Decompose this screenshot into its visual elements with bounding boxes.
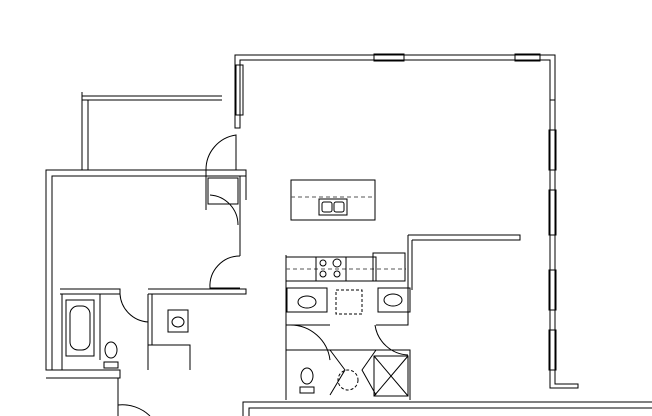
sink-icon xyxy=(171,316,185,328)
kitchen-counter xyxy=(285,252,406,282)
double-sink-icon xyxy=(318,198,348,216)
bathtub-icon xyxy=(65,299,95,357)
kitchen-island xyxy=(290,179,376,221)
refrigerator-icon xyxy=(372,252,406,282)
sink-icon xyxy=(297,295,317,309)
bath-fixtures xyxy=(65,177,411,397)
cooktop-icon xyxy=(315,256,347,282)
doors xyxy=(117,134,409,416)
washer-dryer-icon xyxy=(335,289,363,315)
sink-icon xyxy=(383,293,403,307)
toilet-icon xyxy=(300,367,314,385)
shower-icon xyxy=(373,355,409,397)
windows xyxy=(235,53,557,371)
toilet-icon xyxy=(104,341,118,359)
exterior-walls xyxy=(45,54,652,416)
interior-walls xyxy=(60,170,521,400)
